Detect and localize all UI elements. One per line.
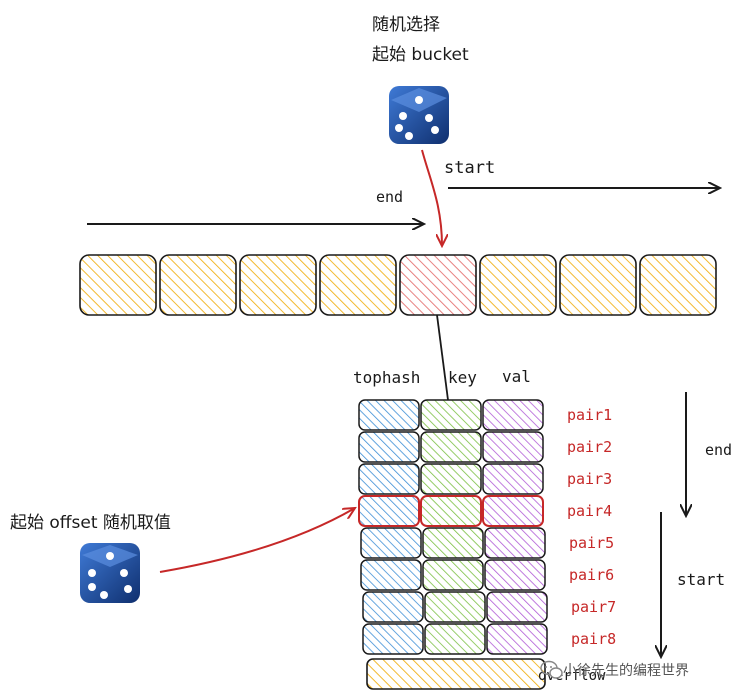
top-caption-line1: 随机选择 xyxy=(372,15,440,35)
pair-label: pair2 xyxy=(567,438,612,456)
dice-icon xyxy=(389,86,449,144)
column-header-val: val xyxy=(502,367,531,386)
key-cell xyxy=(420,399,482,431)
overflow-cell xyxy=(366,658,546,690)
bucket-cell xyxy=(159,254,237,316)
val-cell xyxy=(486,623,548,655)
watermark: 小徐先生的编程世界 xyxy=(540,660,689,679)
bucket-connector xyxy=(436,314,449,401)
val-cell xyxy=(482,495,544,527)
end-label-right: end xyxy=(705,441,732,459)
val-cell xyxy=(482,431,544,463)
key-cell xyxy=(422,527,484,559)
pair-label: pair8 xyxy=(571,630,616,648)
tophash-cell xyxy=(358,431,420,463)
val-cell xyxy=(482,463,544,495)
start-label-top: start xyxy=(444,158,495,178)
tophash-cell xyxy=(360,559,422,591)
pair-label: pair4 xyxy=(567,502,612,520)
tophash-cell xyxy=(358,495,420,527)
bucket-cell xyxy=(79,254,157,316)
key-cell xyxy=(420,431,482,463)
tophash-cell xyxy=(358,463,420,495)
column-header-key: key xyxy=(448,368,477,387)
bucket-cell xyxy=(319,254,397,316)
wechat-icon xyxy=(540,660,563,679)
bucket-array xyxy=(79,254,717,316)
pair-label: pair3 xyxy=(567,470,612,488)
end-label-top: end xyxy=(376,188,403,206)
bucket-cell xyxy=(639,254,717,316)
pair-label: pair1 xyxy=(567,406,612,424)
tophash-cell xyxy=(362,591,424,623)
bucket-pair-grid: pair1 pair2 pair3 pair4 pair5 pair6 pair7 pair8 xyxy=(358,399,616,655)
bucket-cell xyxy=(239,254,317,316)
pair-label: pair7 xyxy=(571,598,616,616)
tophash-cell xyxy=(362,623,424,655)
bucket-cell xyxy=(559,254,637,316)
val-cell xyxy=(484,527,546,559)
bucket-cell-selected xyxy=(399,254,477,316)
top-caption-line2: 起始 bucket xyxy=(372,45,469,65)
dice-icon xyxy=(80,543,140,603)
val-cell xyxy=(482,399,544,431)
watermark-text: 小徐先生的编程世界 xyxy=(563,663,689,679)
key-cell xyxy=(424,623,486,655)
bucket-cell xyxy=(479,254,557,316)
left-caption: 起始 offset 随机取值 xyxy=(10,513,171,533)
column-header-tophash: tophash xyxy=(353,368,420,387)
key-cell xyxy=(420,463,482,495)
tophash-cell xyxy=(360,527,422,559)
select-bucket-arrow xyxy=(421,149,442,246)
tophash-cell xyxy=(358,399,420,431)
val-cell xyxy=(484,559,546,591)
pair-label: pair6 xyxy=(569,566,614,584)
key-cell xyxy=(420,495,482,527)
val-cell xyxy=(486,591,548,623)
pair-label: pair5 xyxy=(569,534,614,552)
key-cell xyxy=(422,559,484,591)
select-offset-arrow xyxy=(159,508,355,573)
start-label-right: start xyxy=(677,570,725,589)
key-cell xyxy=(424,591,486,623)
